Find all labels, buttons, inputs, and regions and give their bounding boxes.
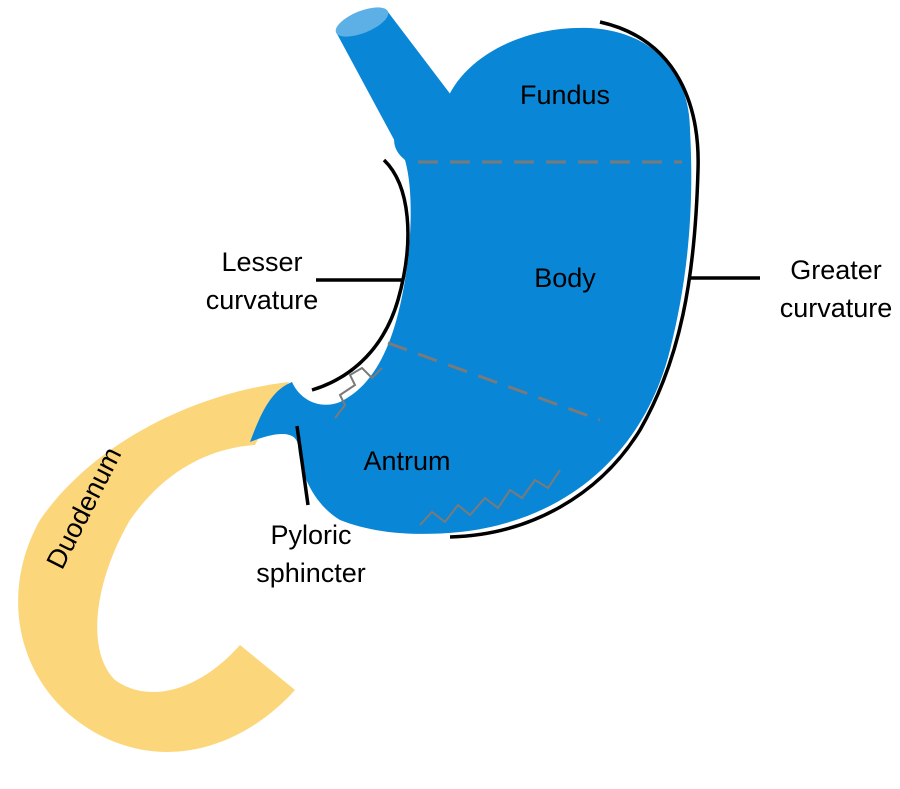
pyloric-sphincter-leader	[295, 425, 310, 506]
body-antrum-divider	[387, 341, 601, 422]
body-label: Body	[534, 263, 596, 293]
duodenum	[18, 382, 295, 752]
rugae-left	[334, 366, 383, 419]
greater-curvature-label-line2: curvature	[780, 293, 893, 323]
greater-curvature-line	[449, 20, 700, 539]
lesser-curvature-line	[311, 158, 410, 392]
greater-curvature-label-line1: Greater	[790, 255, 882, 285]
stomach	[250, 27, 692, 534]
pyloric-sphincter-label-line1: Pyloric	[270, 520, 351, 550]
rugae-bottom	[419, 469, 561, 526]
lesser-curvature-label-line1: Lesser	[221, 247, 302, 277]
lesser-curvature-label-line2: curvature	[206, 285, 319, 315]
pyloric-sphincter-label-line2: sphincter	[256, 558, 366, 588]
esophagus-opening	[335, 7, 389, 37]
antrum-label: Antrum	[363, 446, 450, 476]
fundus-label: Fundus	[520, 80, 610, 110]
